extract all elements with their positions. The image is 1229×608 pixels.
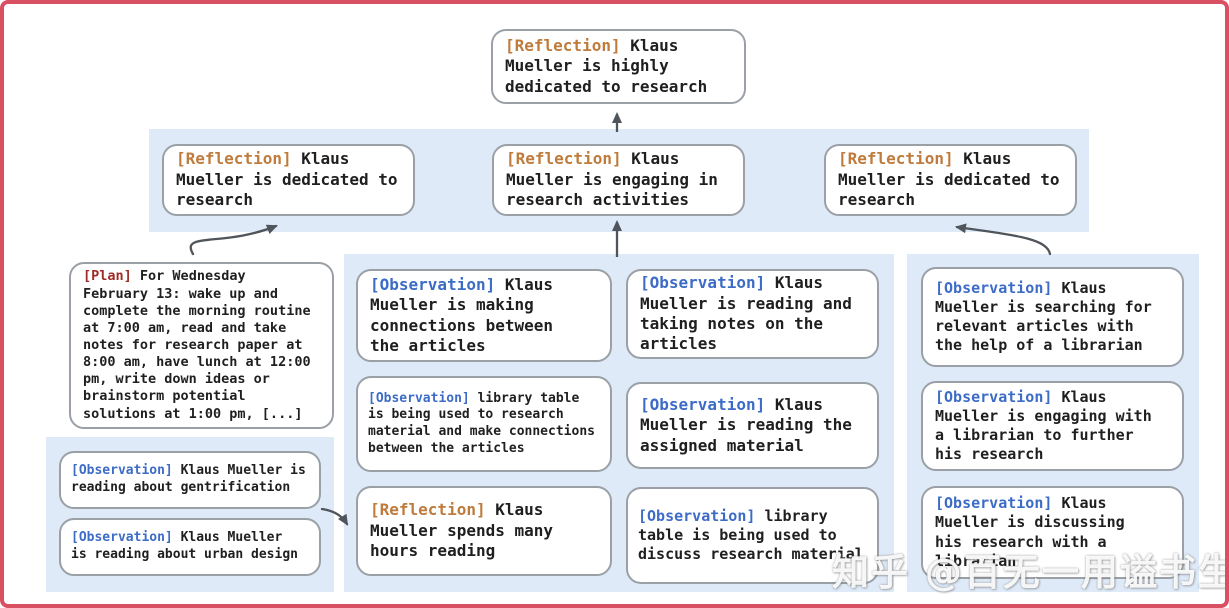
observation-tag: [Observation] — [935, 387, 1053, 406]
node-text: library table is being used to research … — [368, 390, 595, 456]
node-reflection-right: [Reflection] Klaus Mueller is dedicated … — [824, 144, 1077, 216]
node-observation-discussing-research: [Observation] Klaus Mueller is discussin… — [921, 486, 1184, 579]
node-observation-taking-notes: [Observation] Klaus Mueller is reading a… — [626, 269, 879, 359]
node-text: Klaus Mueller is discussing his research… — [935, 494, 1125, 570]
node-reflection-left: [Reflection] Klaus Mueller is dedicated … — [162, 144, 415, 216]
reflection-tag: [Reflection] — [838, 149, 954, 169]
observation-tag: [Observation] — [370, 274, 496, 294]
node-text: Klaus Mueller is making connections betw… — [370, 274, 554, 355]
node-text: Klaus Mueller is highly dedicated to res… — [505, 35, 708, 96]
observation-tag: [Observation] — [935, 278, 1053, 297]
node-text: Klaus Mueller is engaging in research ac… — [506, 149, 718, 210]
node-observation-searching-articles: [Observation] Klaus Mueller is searching… — [921, 267, 1184, 367]
node-text: Klaus Mueller is reading about gentrific… — [71, 463, 306, 495]
node-observation-library-table-discuss: [Observation] library table is being use… — [626, 487, 879, 584]
node-text: Klaus Mueller is searching for relevant … — [935, 278, 1152, 355]
reflection-tag: [Reflection] — [506, 149, 622, 169]
observation-tag: [Observation] — [71, 530, 173, 546]
node-text: For Wednesday February 13: wake up and c… — [83, 268, 311, 422]
observation-tag: [Observation] — [71, 463, 173, 479]
node-text: Klaus Mueller is dedicated to research — [176, 149, 398, 210]
node-observation-engaging-librarian: [Observation] Klaus Mueller is engaging … — [921, 381, 1184, 471]
reflection-tag: [Reflection] — [176, 149, 292, 169]
node-reflection-center: [Reflection] Klaus Mueller is engaging i… — [492, 144, 745, 216]
node-text: library table is being used to discuss r… — [638, 506, 864, 564]
plan-tag: [Plan] — [83, 268, 132, 285]
reflection-tag: [Reflection] — [370, 500, 486, 520]
node-observation-library-table-research: [Observation] library table is being use… — [356, 376, 612, 472]
node-text: Klaus Mueller is engaging with a librari… — [935, 387, 1152, 464]
node-reflection-root: [Reflection] Klaus Mueller is highly ded… — [491, 29, 746, 104]
node-observation-assigned-material: [Observation] Klaus Mueller is reading t… — [626, 382, 879, 469]
reflection-tag: [Reflection] — [505, 35, 621, 55]
node-observation-making-connections: [Observation] Klaus Mueller is making co… — [356, 269, 612, 362]
zhihu-watermark: 知乎 @百无一用谥书生 — [832, 551, 1229, 594]
node-text: Klaus Mueller is dedicated to research — [838, 149, 1060, 210]
observation-tag: [Observation] — [935, 494, 1053, 513]
observation-tag: [Observation] — [640, 273, 766, 293]
observation-tag: [Observation] — [368, 390, 470, 406]
node-text: Klaus Mueller is reading about urban des… — [71, 530, 298, 562]
observation-tag: [Observation] — [638, 506, 756, 525]
node-text: Klaus Mueller spends many hours reading — [370, 500, 554, 561]
node-reflection-hours-reading: [Reflection] Klaus Mueller spends many h… — [356, 486, 612, 576]
node-plan: [Plan] For Wednesday February 13: wake u… — [69, 262, 334, 429]
observation-tag: [Observation] — [640, 394, 766, 414]
node-observation-urban-design: [Observation] Klaus Mueller is reading a… — [59, 518, 321, 576]
node-observation-gentrification: [Observation] Klaus Mueller is reading a… — [59, 451, 321, 509]
node-text: Klaus Mueller is reading the assigned ma… — [640, 394, 852, 455]
node-text: Klaus Mueller is reading and taking note… — [640, 273, 852, 354]
